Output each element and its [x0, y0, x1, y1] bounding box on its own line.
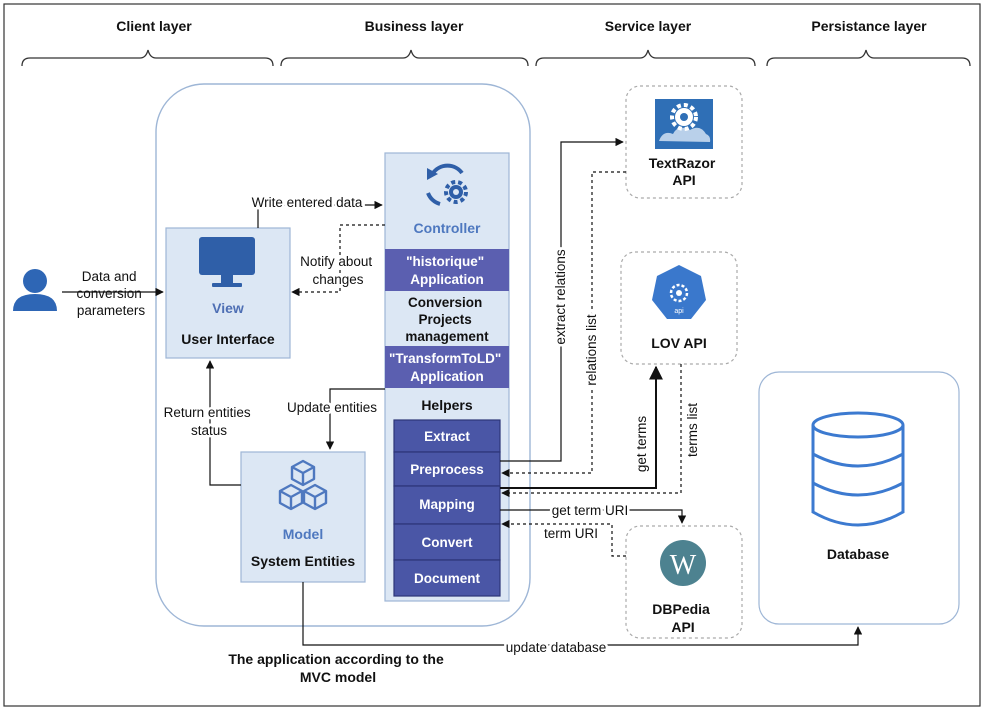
return-status-line1: Return entities — [164, 405, 251, 420]
model-subtitle: System Entities — [251, 553, 355, 569]
helper-document-box — [393, 559, 501, 597]
outer-frame — [3, 3, 981, 707]
relations-list-arrow — [501, 171, 626, 478]
helper-convert-box — [393, 523, 501, 561]
dbpedia-label-line1: DBPedia — [652, 601, 710, 617]
textrazor-api-box — [625, 85, 743, 199]
get-terms-label: get terms — [634, 416, 649, 473]
svg-text:TextRazor API: TextRazor API — [649, 155, 720, 188]
notify-label-line1: Notify about — [300, 254, 372, 269]
lov-api-box — [620, 251, 738, 365]
model-title: Model — [283, 526, 323, 542]
helper-extract-box — [393, 419, 501, 453]
helper-mapping-box — [393, 485, 501, 525]
persistance-layer-heading: Persistance layer — [811, 18, 927, 34]
mvc-application-container — [155, 83, 531, 627]
database-label: Database — [827, 546, 889, 562]
dbpedia-icon: W — [660, 540, 706, 586]
mvc-caption-line2: MVC model — [300, 669, 376, 685]
notify-changes-arrow — [291, 224, 385, 297]
helper-preprocess-box — [393, 451, 501, 487]
lov-api-label: LOV API — [651, 335, 707, 351]
conversion-line1: Conversion — [408, 295, 482, 310]
controller-title: Controller — [414, 220, 481, 236]
svg-text:"TransformToLD" Applicatio: "TransformToLD" Application — [389, 351, 505, 384]
notify-label-line2: changes — [312, 272, 363, 287]
return-entities-status-arrow — [205, 360, 241, 486]
update-database-arrow — [302, 582, 863, 646]
service-layer-brace — [535, 49, 756, 67]
dbpedia-icon-letter: W — [670, 550, 697, 581]
helpers-heading: Helpers — [421, 397, 473, 413]
update-database-label: update database — [506, 640, 607, 655]
dbpedia-label-line2: API — [671, 619, 694, 635]
get-terms-arrow — [500, 365, 663, 489]
textrazor-label-line1: TextRazor — [649, 155, 716, 171]
get-term-uri-label: get term URI — [552, 503, 629, 518]
historique-line2: Application — [410, 272, 484, 287]
dbpedia-api-box — [625, 525, 743, 639]
monitor-icon — [199, 237, 255, 287]
client-layer-brace — [21, 49, 274, 67]
svg-text:"historique" Application: "historique" Application — [406, 254, 488, 287]
svg-text:The application according to t: The application according to the MVC mod… — [228, 651, 447, 685]
textrazor-label-line2: API — [672, 172, 695, 188]
historique-line1: "historique" — [406, 254, 484, 269]
mvc-caption-line1: The application according to the — [228, 651, 444, 667]
view-subtitle: User Interface — [181, 331, 275, 347]
helper-preprocess-label: Preprocess — [410, 462, 484, 477]
service-layer-heading: Service layer — [605, 18, 692, 34]
term-uri-arrow — [501, 519, 626, 557]
user-input-label-line1: Data and — [82, 269, 137, 284]
extract-relations-arrow — [500, 137, 624, 462]
helper-extract-label: Extract — [424, 429, 470, 444]
term-uri-label: term URI — [544, 526, 598, 541]
write-entered-data-arrow — [257, 200, 383, 228]
persistance-layer-brace — [766, 49, 971, 67]
svg-text:Conversion Projects ma: Conversion Projects management — [405, 295, 489, 344]
cubes-icon — [278, 459, 328, 511]
helpers-list: Extract Preprocess Mapping Convert Docum… — [393, 419, 501, 597]
user-icon — [13, 269, 57, 311]
conversion-line2: Projects — [418, 312, 471, 327]
helper-convert-label: Convert — [421, 535, 473, 550]
relations-list-label: relations list — [584, 314, 599, 386]
business-layer-brace — [280, 49, 529, 67]
textrazor-icon — [655, 99, 713, 149]
transform-line1: "TransformToLD" — [389, 351, 501, 366]
update-entities-arrow — [325, 388, 385, 450]
helper-document-label: Document — [414, 571, 481, 586]
client-layer-heading: Client layer — [116, 18, 192, 34]
view-title: View — [212, 300, 244, 316]
user-input-label-line3: parameters — [77, 303, 146, 318]
write-entered-data-label: Write entered data — [252, 195, 363, 210]
svg-text:Return entities status: Return entities status — [164, 405, 255, 438]
helper-mapping-label: Mapping — [419, 497, 475, 512]
user-input-label-line2: conversion — [76, 286, 141, 301]
transformtold-application-band — [385, 346, 509, 388]
conversion-line3: management — [405, 329, 489, 344]
refresh-gear-icon — [426, 163, 468, 206]
lov-api-icon: api — [652, 265, 706, 319]
terms-list-label: terms list — [685, 403, 700, 457]
update-entities-label: Update entities — [287, 400, 377, 415]
svg-text:Data and conversion pa: Data and conversion parameters — [76, 269, 145, 318]
lov-icon-text: api — [674, 308, 684, 315]
svg-text:DBPedia API: DBPedia API — [652, 601, 713, 635]
database-icon — [811, 411, 905, 527]
return-status-line2: status — [191, 423, 227, 438]
svg-text:Notify about changes: Notify about changes — [300, 254, 376, 287]
extract-relations-label: extract relations — [553, 249, 568, 345]
historique-application-band — [385, 249, 509, 291]
business-layer-heading: Business layer — [365, 18, 464, 34]
terms-list-arrow — [501, 364, 682, 498]
get-term-uri-arrow — [500, 509, 687, 524]
database-container — [758, 371, 960, 625]
transform-line2: Application — [410, 369, 484, 384]
